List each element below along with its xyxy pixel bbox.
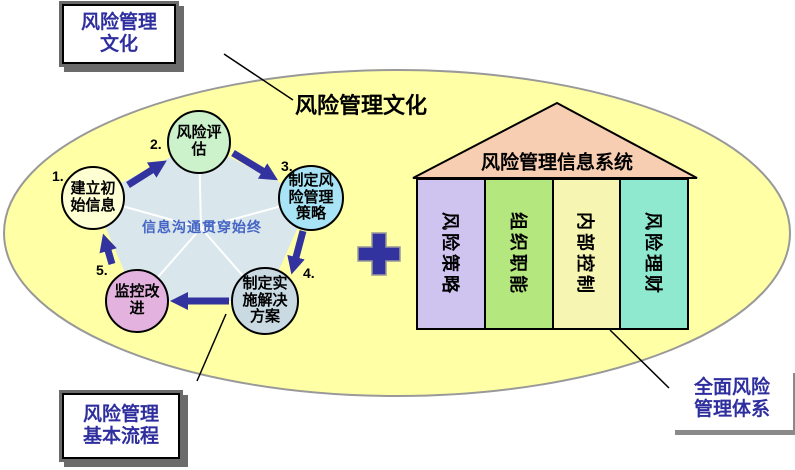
leader-culture-box [223, 53, 294, 101]
leader-lines [196, 53, 670, 389]
plus-icon [357, 232, 401, 276]
arrow-step2-to-step3 [231, 150, 278, 181]
process-step-circle-3: 制定风险管理策略 [278, 165, 344, 231]
process-label-text: 风险管理基本流程 [82, 403, 159, 447]
pillar-organizational-functions: 组织职能 [485, 180, 552, 328]
culture-label-box: 风险管理文化 [62, 4, 176, 64]
house-roof-label: 风险管理信息系统 [480, 152, 634, 174]
process-step-circle-5: 监控改进 [105, 269, 169, 333]
system-label-text: 全面风险管理体系 [693, 376, 770, 420]
system-label-box: 全面风险管理体系 [671, 368, 793, 430]
pillar-1-label: 风险策略 [439, 212, 460, 296]
pentagon-shape [93, 142, 311, 301]
process-step-circle-2: 风险评估 [167, 110, 231, 174]
pillar-4-label: 风险理财 [643, 212, 664, 296]
leader-process-box [196, 313, 227, 382]
step-5-number: 5. [96, 262, 108, 278]
process-step-circle-1: 建立初始信息 [61, 166, 125, 230]
house-pillars: 风险策略 组织职能 内部控制 风险理财 [416, 178, 689, 330]
center-note: 信息沟通贯穿始终 [142, 219, 262, 235]
step-2-number: 2. [150, 136, 162, 152]
process-step-circle-4: 制定实施解决方案 [231, 267, 299, 335]
step-2-label: 风险评估 [176, 124, 222, 158]
arrow-step3-to-step4 [287, 230, 307, 275]
leader-system-box [609, 329, 670, 389]
pillar-internal-control: 内部控制 [553, 180, 620, 328]
step-4-label: 制定实施解决方案 [242, 274, 288, 326]
step-1-label: 建立初始信息 [70, 180, 116, 214]
pillar-risk-strategy: 风险策略 [418, 180, 484, 328]
arrow-step1-to-step2 [126, 160, 167, 188]
pillar-risk-financing: 风险理财 [621, 180, 687, 328]
process-label-box: 风险管理基本流程 [62, 393, 180, 459]
cycle-arrows [99, 150, 307, 310]
step-5-label: 监控改进 [114, 283, 160, 317]
arrow-step5-to-step1 [99, 233, 117, 265]
pillar-2-label: 组织职能 [507, 212, 528, 296]
ellipse-title: 风险管理文化 [294, 93, 428, 118]
step-1-number: 1. [52, 168, 64, 184]
step-3-number: 3. [281, 158, 293, 174]
pillar-3-label: 内部控制 [575, 212, 596, 296]
step-4-number: 4. [303, 265, 315, 281]
culture-label-text: 风险管理文化 [80, 11, 157, 55]
step-3-label: 制定风险管理策略 [288, 171, 334, 223]
